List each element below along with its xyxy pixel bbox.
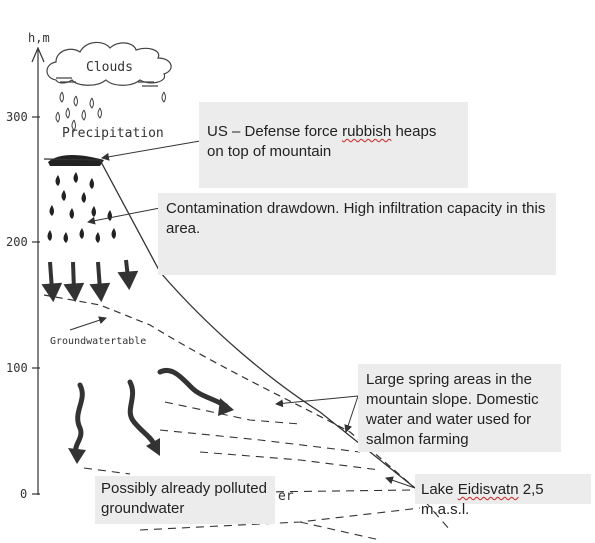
callout-lake-underlined: Eidisvatn — [457, 481, 519, 498]
tick-0: 0 — [20, 487, 27, 501]
tick-300: 300 — [6, 110, 28, 124]
groundwater-flow-arrows — [73, 368, 229, 455]
tick-100: 100 — [6, 361, 28, 375]
rubbish-heap — [48, 155, 104, 166]
callout-polluted-groundwater: Possibly already polluted groundwater — [95, 476, 275, 524]
callout-springs: Large spring areas in the mountain slope… — [358, 364, 561, 452]
clouds-label: Clouds — [86, 60, 133, 75]
callout-springs-text: Large spring areas in the mountain slope… — [366, 371, 539, 448]
callout-rubbish-text-a: US – Defense force — [207, 123, 343, 140]
callout-rubbish-heaps: US – Defense force rubbish heaps on top … — [199, 102, 468, 188]
callout-contamination-text: Contamination drawdown. High infiltratio… — [166, 200, 546, 237]
callout-lake: Lake Eidisvatn 2,5 m.a.s.l. — [415, 474, 591, 518]
callout-lake-text-a: Lake — [421, 481, 458, 498]
rain-drops-icon — [55, 91, 166, 131]
groundwatertable-pointer — [69, 316, 107, 331]
tick-200: 200 — [6, 235, 28, 249]
flow-lines — [83, 401, 451, 541]
groundwatertable-label: Groundwatertable — [50, 336, 146, 347]
sketch-fragment: er — [278, 489, 294, 504]
groundwater-table-line — [43, 294, 416, 489]
cloud-icon — [46, 41, 172, 87]
flow-arrowheads — [68, 398, 234, 464]
callout-lake-text-b: 2,5 m.a.s.l. — [421, 481, 544, 518]
callout-pointers — [87, 140, 416, 489]
callout-rubbish-text-b: heaps on top of mountain — [207, 123, 437, 160]
infiltration-arrows — [41, 259, 139, 303]
callout-rubbish-underlined: rubbish — [342, 123, 392, 140]
height-axis — [31, 46, 45, 495]
callout-contamination: Contamination drawdown. High infiltratio… — [158, 193, 556, 275]
mountain-slope — [43, 158, 416, 489]
axis-label: h,m — [28, 31, 50, 45]
callout-polluted-text: Possibly already polluted groundwater — [101, 480, 267, 517]
precipitation-label: Precipitation — [62, 126, 164, 141]
infiltration-drops — [47, 172, 116, 243]
